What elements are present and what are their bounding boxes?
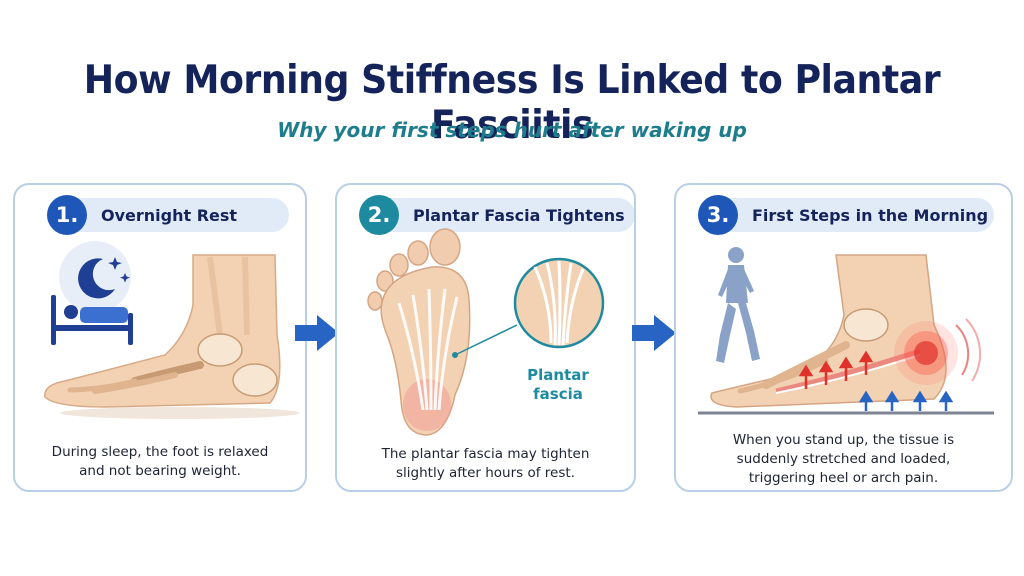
caption-line: suddenly stretched and loaded, — [736, 451, 951, 467]
panel-heading: First Steps in the Morning — [752, 205, 989, 225]
panel-overnight-rest: 1. Overnight Rest During sleep, the foot… — [13, 183, 307, 492]
fascia-magnifier-icon — [513, 257, 605, 349]
caption-line: triggering heel or arch pain. — [748, 470, 939, 486]
callout-line: Plantar — [527, 366, 589, 384]
walking-person-icon — [716, 247, 760, 363]
panel-heading: Overnight Rest — [101, 205, 238, 225]
page-title: How Morning Stiffness Is Linked to Plant… — [83, 58, 941, 148]
callout-line: fascia — [533, 385, 583, 403]
heel-pain-glow-icon — [894, 318, 982, 385]
foot-bones-illustration — [44, 241, 300, 419]
panel-3-header: 3. First Steps in the Morning — [698, 195, 994, 235]
foot-sole-illustration — [367, 228, 605, 436]
panel-caption: The plantar fascia may tighten slightly … — [337, 445, 634, 483]
fascia-callout-label: Plantar fascia — [513, 366, 603, 404]
panel-heading: Plantar Fascia Tightens — [413, 205, 625, 225]
caption-line: When you stand up, the tissue is — [732, 432, 955, 448]
arrow-right-icon — [295, 315, 339, 351]
panel-caption: When you stand up, the tissue is suddenl… — [676, 431, 1011, 488]
caption-line: and not bearing weight. — [79, 463, 241, 479]
panel-first-steps: 3. First Steps in the Morning — [674, 183, 1013, 492]
panel-1-header: 1. Overnight Rest — [47, 195, 289, 235]
step-number-badge: 2. — [359, 195, 399, 235]
step-number-badge: 1. — [47, 195, 87, 235]
panel-caption: During sleep, the foot is relaxed and no… — [15, 443, 305, 481]
step-number-badge: 3. — [698, 195, 738, 235]
foot-strain-illustration — [698, 247, 994, 415]
caption-line: During sleep, the foot is relaxed — [51, 444, 269, 460]
caption-line: The plantar fascia may tighten — [381, 446, 590, 462]
arrow-right-icon — [632, 315, 676, 351]
page-subtitle: Why your first steps hurt after waking u… — [277, 118, 747, 142]
moon-stars-icon — [59, 241, 131, 313]
caption-line: slightly after hours of rest. — [396, 465, 575, 481]
panel-2-header: 2. Plantar Fascia Tightens — [359, 195, 634, 235]
bed-sleeping-person-icon — [51, 295, 133, 345]
panel-fascia-tightens: 2. Plantar Fascia Tightens — [335, 183, 636, 492]
